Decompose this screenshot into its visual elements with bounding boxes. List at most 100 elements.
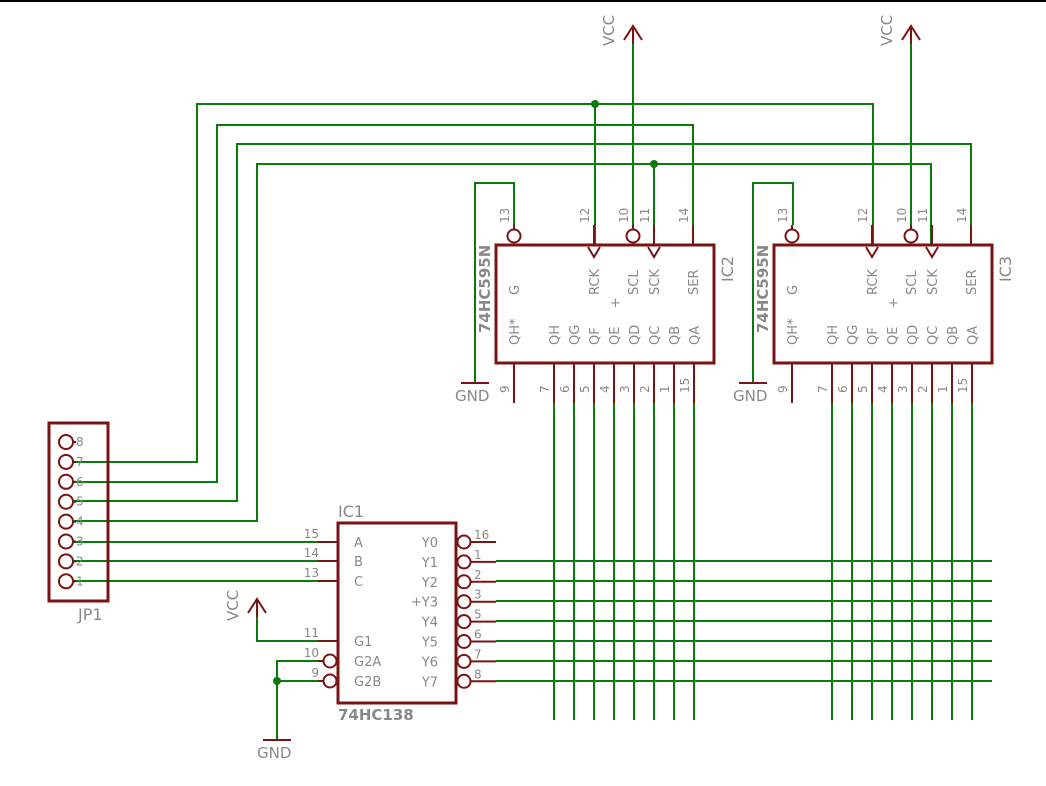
pin-label: QF [866,327,881,345]
ic1-decoder: IC1 74HC138 + [336,502,458,724]
pin-label: QG [846,325,861,345]
pin-number: 13 [304,566,319,580]
pin-label: G2A [354,655,381,670]
pin-number: 7 [816,385,830,393]
pin-label: Y5 [421,636,438,651]
wire-g-gnd-ic2 [474,182,515,383]
pin-number: 12 [578,208,592,223]
pin-number: 6 [558,385,572,393]
pin-label: G1 [354,635,372,650]
pin-number: 3 [618,385,632,393]
connector-jp1: JP1 [47,421,110,624]
pin-label: QB [946,326,961,345]
pin-number: 12 [856,208,870,223]
pin-number: 16 [474,528,489,542]
wire-jp1-7 [74,103,874,463]
inversion-bubble [456,574,472,590]
pin-number: 4 [76,515,84,529]
pin-number: 1 [658,385,672,393]
gnd-symbol-ic1: GND [257,739,291,762]
pin-label: G2B [354,675,381,690]
inversion-bubble [456,614,472,630]
pin-number: 2 [76,554,84,568]
pin-number: 15 [304,527,319,541]
origin-mark: + [888,296,899,311]
origin-mark: + [610,296,621,311]
ic2-shift-register: IC2 74HC595N + [476,243,737,365]
junction-dot [591,100,599,108]
vcc-symbol-ic2: VCC [600,15,643,46]
vcc-symbol-ic1: VCC [224,590,267,621]
pin-label: G [508,285,523,295]
inversion-bubble [456,554,472,570]
pin-number: 3 [896,385,910,393]
inversion-bubble [903,228,919,244]
pin-label: QH [548,325,563,345]
clock-marker [925,246,939,259]
pin-label: G [786,285,801,295]
generated-pins: 8765432115A14B13C11G110G2A9G2B16Y01Y12Y2… [58,208,981,690]
wire-jp1-4 [74,163,932,522]
pin-number: 7 [538,385,552,393]
wires [74,34,992,740]
vcc-label: VCC [878,15,896,46]
inversion-bubble [456,534,472,550]
pin-number: 2 [916,385,930,393]
pin-label: QA [966,326,981,345]
pin-number: 1 [936,385,950,393]
clock-marker [647,246,661,259]
pin-label: SCK [648,269,663,295]
pin-label: Y4 [421,616,438,631]
pin-number: 11 [638,208,652,223]
pin-number: 2 [638,385,652,393]
clock-marker [587,246,601,259]
pin-number: 8 [76,435,84,449]
clock-marker [865,246,879,259]
connector-pin [58,434,74,450]
pin-number: 1 [474,548,482,562]
pin-label: Y3 [421,596,438,611]
vcc-symbol-ic3: VCC [878,15,921,46]
connector-pin [58,533,74,550]
origin-mark: + [411,595,422,610]
gnd-label: GND [733,387,767,405]
vcc-label: VCC [600,15,618,46]
pin-label: Y7 [421,675,438,690]
pin-label: QA [688,326,703,345]
pin-number: 6 [76,475,84,489]
pin-label: Y1 [421,556,438,571]
pin-label: Y0 [421,536,438,551]
connector-pin [58,473,74,490]
pin-number: 11 [916,208,930,223]
pin-number: 14 [677,208,691,223]
connector-name: JP1 [77,605,103,624]
connector-pin [58,493,74,510]
pin-label: RCK [866,269,881,295]
pin-number: 5 [76,495,84,509]
pin-number: 10 [304,646,319,660]
pin-number: 10 [895,208,909,223]
pin-label: A [354,536,363,551]
wire-g2a-gnd [276,660,318,740]
pin-label: SCL [627,270,642,295]
pin-number: 15 [956,378,970,393]
pin-number: 13 [776,208,790,223]
pin-number: 6 [836,385,850,393]
pin-label: SER [687,270,702,296]
pin-label: B [354,555,363,570]
pin-number: 3 [76,535,84,549]
ic-part-number: 74HC138 [338,706,414,724]
inversion-bubble [456,634,472,649]
gnd-symbol-ic3: GND [733,382,767,405]
pin-number: 11 [304,626,319,640]
pin-number: 5 [578,385,592,393]
pin-label: QC [926,326,941,345]
pin-label: QE [886,327,901,345]
pin-label: Y6 [421,655,438,670]
ic-part-number: 74HC595N [476,245,494,333]
inversion-bubble [456,594,472,610]
ic-name: IC3 [996,256,1015,282]
pin-number: 9 [498,385,512,393]
inversion-bubble [322,653,338,669]
